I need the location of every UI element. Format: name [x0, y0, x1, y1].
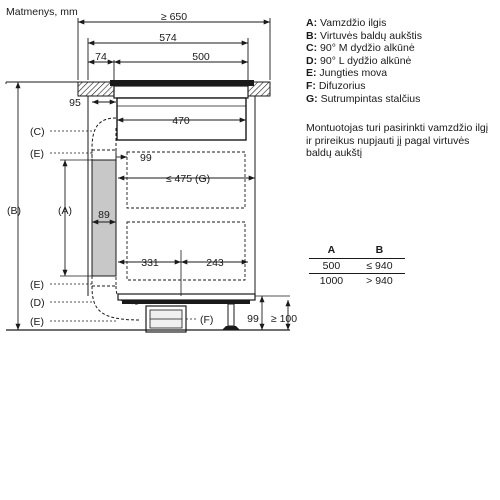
label-b: (B): [7, 205, 21, 217]
legend-item: C: 90° M dydžio alkūnė: [306, 42, 415, 55]
connector-upper: [91, 149, 117, 161]
elbow-c: [91, 117, 117, 160]
cabinet-base: [117, 293, 256, 304]
dim-243-label: 243: [206, 257, 224, 269]
label-d: (D): [30, 297, 45, 309]
cabinet-foot: [222, 303, 240, 330]
dim-650-label: ≥ 650: [161, 11, 187, 23]
elbow-d: [91, 285, 141, 321]
label-c: (C): [30, 126, 45, 138]
label-f: (F): [200, 314, 213, 326]
length-table: A B 500 ≤ 940 1000 > 940: [309, 244, 405, 288]
table-header-b: B: [353, 244, 405, 259]
dim-100-label: ≥ 100: [271, 313, 297, 325]
label-e-upper: (E): [30, 148, 44, 160]
dimensions-title: Matmenys, mm: [6, 6, 78, 18]
table-row: 500 ≤ 940: [309, 258, 405, 274]
dim-500-label: 500: [192, 51, 210, 63]
legend-item: E: Jungties mova: [306, 67, 388, 80]
dim-99a-label: 99: [140, 152, 152, 164]
dim-95-label: 95: [69, 97, 81, 109]
diffuser: [145, 305, 187, 333]
legend: A: Vamzdžio ilgis B: Virtuvės baldų aukš…: [306, 17, 422, 105]
dim-470-label: 470: [172, 115, 190, 127]
dim-331-label: 331: [141, 257, 159, 269]
dim-99b-label: 99: [247, 313, 259, 325]
dim-74-label: 74: [95, 51, 107, 63]
legend-item: F: Difuzorius: [306, 79, 366, 92]
dim-574-label: 574: [159, 32, 177, 44]
connector-lower: [91, 275, 117, 287]
legend-item: B: Virtuvės baldų aukštis: [306, 29, 422, 42]
label-e-bottom: (E): [30, 316, 44, 328]
table-row: 1000 > 940: [319, 275, 393, 287]
cooktop-unit: [110, 80, 254, 141]
drawer-lower: [126, 221, 246, 281]
legend-item: G: Sutrumpintas stalčius: [306, 92, 421, 105]
legend-item: A: Vamzdžio ilgis: [306, 17, 387, 29]
dim-89-label: 89: [98, 209, 110, 221]
legend-item: D: 90° L dydžio alkūnė: [306, 54, 412, 67]
installer-note: Montuotojas turi pasirinkti vamzdžio ilg…: [306, 122, 489, 160]
vertical-duct: [91, 159, 117, 277]
label-e-lower: (E): [30, 279, 44, 291]
table-header-a: A: [309, 244, 354, 259]
dim-475-label: ≤ 475 (G): [166, 173, 210, 185]
label-a: (A): [58, 205, 72, 217]
